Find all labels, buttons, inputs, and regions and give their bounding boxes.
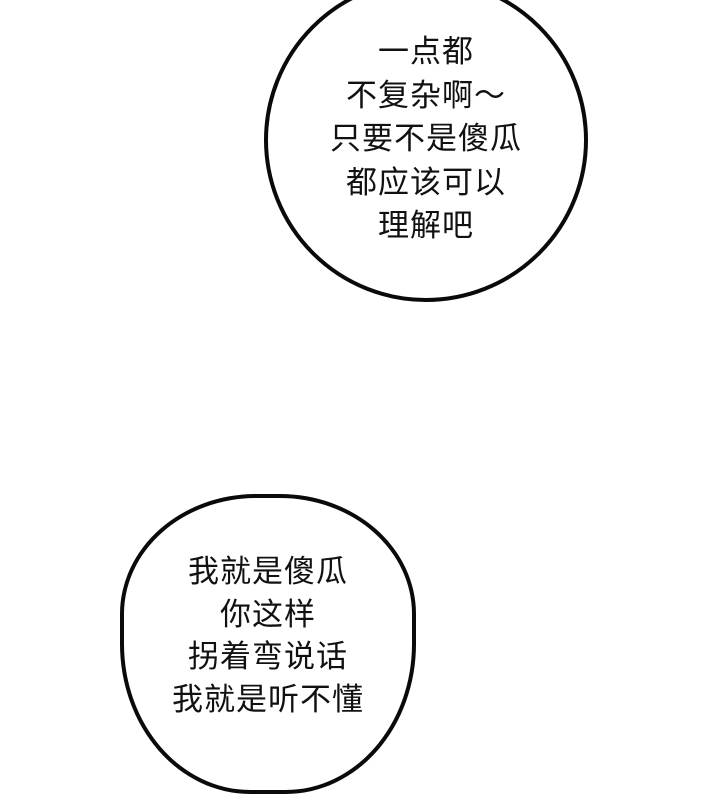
- speech-bubble-bottom: 我就是傻瓜 你这样 拐着弯说话 我就是听不懂: [120, 494, 416, 794]
- speech-bubble-top: 一点都 不复杂啊～ 只要不是傻瓜 都应该可以 理解吧: [264, 0, 588, 302]
- speech-line: 都应该可以: [346, 164, 506, 201]
- speech-line: 不复杂啊～: [346, 77, 506, 114]
- comic-panel: 一点都 不复杂啊～ 只要不是傻瓜 都应该可以 理解吧 我就是傻瓜 你这样 拐着弯…: [120, 0, 588, 794]
- speech-line: 理解吧: [378, 208, 474, 244]
- speech-line: 我就是傻瓜: [188, 554, 348, 590]
- speech-line: 只要不是傻瓜: [330, 121, 522, 157]
- speech-line: 一点都: [378, 34, 474, 70]
- speech-bubble-text: 一点都 不复杂啊～ 只要不是傻瓜 都应该可以 理解吧: [268, 31, 584, 249]
- speech-line: 你这样: [220, 596, 316, 633]
- speech-bubble-text: 我就是傻瓜 你这样 拐着弯说话 我就是听不懂: [124, 551, 412, 721]
- speech-line: 拐着弯说话: [188, 639, 348, 675]
